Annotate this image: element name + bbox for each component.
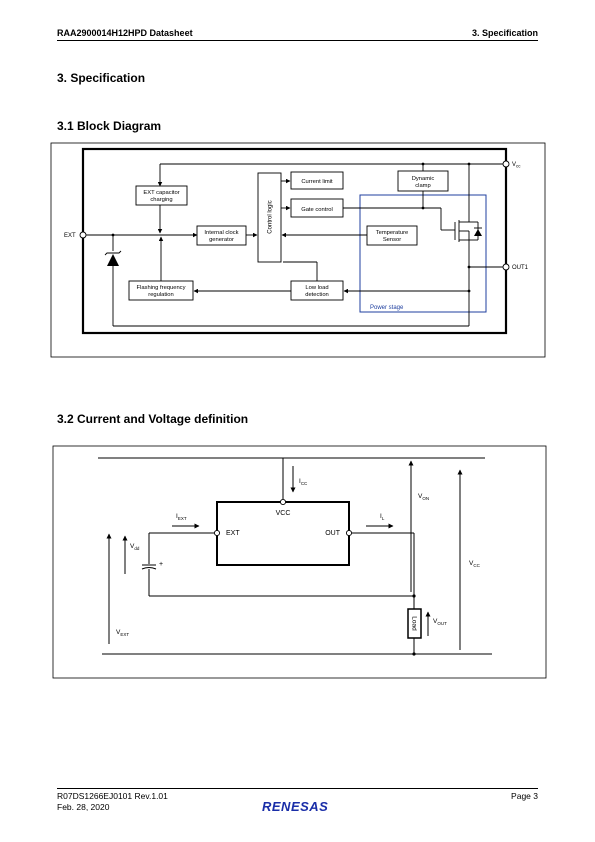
ground-junction <box>412 652 416 656</box>
header-section: 3. Specification <box>471 28 538 38</box>
return-junction <box>412 594 416 598</box>
vcc-pin-label: Vcc <box>512 162 521 169</box>
footer-date: Feb. 28, 2020 <box>57 802 110 812</box>
power-stage-label: Power stage <box>370 305 404 311</box>
header-divider <box>57 40 538 41</box>
vext-label: VEXT <box>116 629 129 637</box>
power-stage-box <box>359 194 487 313</box>
out1-pin-label: OUT1 <box>512 265 529 271</box>
power-mosfet-icon <box>454 164 482 326</box>
temperature-sensor-block <box>366 225 418 246</box>
out1-junction <box>467 265 471 269</box>
header-doc-title: RAA2900014H12HPD Datasheet <box>57 28 193 38</box>
iext-label: IEXT <box>176 513 187 521</box>
vout-label: VOUT <box>433 618 447 626</box>
internal-clock-generator-block <box>196 225 247 246</box>
ext-pin-label: EXT <box>64 233 76 239</box>
cv-diagram-frame <box>52 445 547 679</box>
control-logic-label: Control logic <box>268 200 274 233</box>
gate-control-label: Gate control <box>301 207 333 213</box>
ext-pin-label: EXT <box>226 530 240 537</box>
cv-diagram: VCC EXT OUT ICC IEXT + Vdd VEXT IL Load <box>52 445 547 679</box>
renesas-logo: RENESAS <box>262 799 329 814</box>
low-load-junction <box>467 289 471 293</box>
vcc-label: VCC <box>469 560 481 568</box>
ext-pin <box>79 231 87 239</box>
section-title: 3. Specification <box>57 71 146 85</box>
ic-boundary <box>81 147 508 335</box>
dynamic-clamp-junction <box>421 162 425 166</box>
vcc-pin <box>279 498 287 506</box>
current-limit-block <box>290 171 344 190</box>
vcc-pin-label: VCC <box>276 510 291 517</box>
icc-label: ICC <box>299 478 308 486</box>
footer-doc-revision: R07DS1266EJ0101 Rev.1.01 <box>57 791 168 801</box>
gate-junction <box>421 206 425 210</box>
zener-bar <box>104 250 122 256</box>
out-pin <box>345 529 353 537</box>
von-label: VON <box>418 493 429 501</box>
block-diagram-heading: 3.1 Block Diagram <box>57 119 162 133</box>
current-voltage-heading: 3.2 Current and Voltage definition <box>57 412 249 426</box>
capacitor-icon <box>141 564 157 570</box>
footer-page-number: Page 3 <box>511 791 538 801</box>
out-pin-label: OUT <box>325 530 341 537</box>
vcc-pin <box>502 160 510 168</box>
footer-divider <box>57 788 538 789</box>
vcc-mosfet-junction <box>467 162 471 166</box>
capacitor-plus: + <box>159 561 163 568</box>
zener-diode-icon <box>107 254 119 266</box>
block-diagram-frame <box>50 142 546 358</box>
current-limit-label: Current limit <box>301 179 333 185</box>
ext-pin <box>213 529 221 537</box>
control-logic-block <box>257 172 282 263</box>
vdd-label: Vdd <box>130 543 140 551</box>
load-label: Load <box>411 616 418 631</box>
il-label: IL <box>380 513 385 521</box>
out1-pin <box>502 263 510 271</box>
